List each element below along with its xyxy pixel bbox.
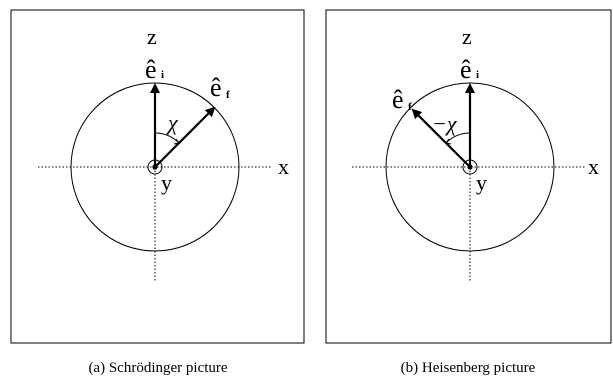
vector-e-i-subscript: i <box>161 69 164 81</box>
axis-label-z: z <box>147 24 157 49</box>
angle-label: −χ <box>432 111 458 136</box>
vector-e-i-label: ê <box>145 55 157 84</box>
axis-label-x: x <box>588 154 599 179</box>
vector-e-f <box>154 106 216 168</box>
angle-arc-tick <box>173 138 180 145</box>
vector-e-f-label: ê <box>210 73 222 102</box>
vector-e-i-subscript: i <box>476 69 479 81</box>
panel-schrodinger: z ê i ê f χ x y (a) Schrödinger picture <box>10 9 305 376</box>
vector-e-f-label: ê <box>392 85 404 114</box>
angle-arc-tick <box>445 138 452 145</box>
axis-label-y: y <box>476 170 487 195</box>
panel-frame <box>325 9 612 344</box>
caption-a: (a) Schrödinger picture <box>88 360 227 376</box>
vector-e-f-subscript: f <box>408 101 412 113</box>
axis-label-x: x <box>278 154 289 179</box>
caption-b: (b) Heisenberg picture <box>401 360 536 376</box>
vector-e-i-label: ê <box>460 55 472 84</box>
axis-label-y: y <box>161 170 172 195</box>
vector-e-f-subscript: f <box>226 89 230 101</box>
panel-frame <box>10 9 305 344</box>
panel-heisenberg: z ê i ê f −χ x y (b) Heisenberg picture <box>325 9 612 376</box>
axis-label-z: z <box>462 24 472 49</box>
angle-label: χ <box>166 110 179 135</box>
vector-e-f <box>411 108 471 168</box>
